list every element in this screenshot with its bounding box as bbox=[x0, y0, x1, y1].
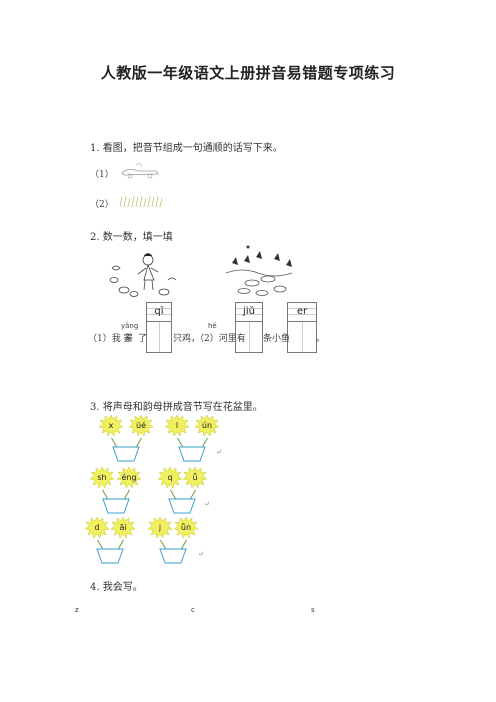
sentence-part-4: （2）河里有 bbox=[195, 334, 246, 344]
answer-box-er[interactable]: er bbox=[287, 302, 317, 353]
flower-text: d bbox=[94, 523, 100, 532]
flower-pot-answer-2[interactable] bbox=[178, 446, 206, 462]
return-mark: ↵ bbox=[204, 500, 210, 508]
fish-illustration bbox=[222, 243, 298, 299]
write-letter-z: z bbox=[75, 606, 79, 614]
flower-text: l bbox=[175, 421, 179, 430]
question-4-label: 4. 我会写。 bbox=[90, 582, 143, 593]
girl-chickens-illustration bbox=[104, 250, 180, 300]
flower-text: éng bbox=[121, 473, 137, 482]
flower-text: x bbox=[108, 421, 114, 430]
sentence-end: 。 bbox=[316, 334, 326, 344]
pinyin-box-jiu: jiǔ bbox=[235, 302, 263, 322]
flower-pot-answer-1[interactable] bbox=[112, 446, 140, 462]
flower-final-vn: ǖn bbox=[174, 516, 198, 540]
question-2-label: 2. 数一数，填一填 bbox=[90, 232, 173, 243]
question-1-item-1: （1） bbox=[90, 170, 114, 180]
flower-text: sh bbox=[97, 473, 107, 482]
flower-text: ǖn bbox=[180, 523, 192, 532]
flower-initial-q: q bbox=[158, 466, 182, 490]
flower-pot-answer-6[interactable] bbox=[159, 548, 187, 564]
pinyin-box-er: er bbox=[287, 302, 317, 322]
answer-box-qi[interactable]: qī bbox=[146, 302, 172, 353]
return-mark: ↵ bbox=[198, 550, 204, 558]
flower-final-ai: āi bbox=[111, 516, 135, 540]
sentence-yang: 养 bbox=[124, 334, 134, 344]
flower-pot-answer-5[interactable] bbox=[96, 548, 124, 564]
flower-initial-j: j bbox=[148, 516, 172, 540]
flower-initial-l: l bbox=[165, 414, 189, 438]
answer-box-jiu[interactable]: jiǔ bbox=[235, 302, 263, 353]
pinyin-yang: yǎng bbox=[121, 322, 139, 330]
picture-flowers-illustration bbox=[118, 193, 166, 209]
character-box-er[interactable] bbox=[287, 322, 317, 353]
pinyin-box-qi: qī bbox=[146, 302, 172, 322]
flower-initial-x: x bbox=[99, 414, 123, 438]
flower-pot-answer-3[interactable] bbox=[102, 498, 130, 514]
flower-final-v: ǚ bbox=[183, 466, 207, 490]
sentence-part-5: 条小鱼 bbox=[263, 334, 291, 344]
question-1-item-2: （2） bbox=[90, 200, 114, 210]
flower-final-eng: éng bbox=[117, 466, 141, 490]
sentence-part-2: 了 bbox=[138, 334, 148, 344]
flower-text: j bbox=[158, 523, 162, 532]
question-3-label: 3. 将声母和韵母拼成音节写在花盆里。 bbox=[90, 402, 263, 413]
flower-text: āi bbox=[119, 523, 127, 532]
sentence-part-1: （1）我 家 bbox=[88, 334, 133, 344]
picture-cart-illustration bbox=[118, 161, 162, 179]
flower-initial-sh: sh bbox=[90, 466, 114, 490]
question-1-label: 1. 看图，把音节组成一句通顺的话写下来。 bbox=[90, 143, 283, 154]
flower-pot-answer-4[interactable] bbox=[168, 498, 196, 514]
return-mark: ↵ bbox=[216, 448, 222, 456]
character-box-jiu[interactable] bbox=[235, 322, 263, 353]
write-letter-s: s bbox=[311, 606, 315, 614]
character-box-qi[interactable] bbox=[146, 322, 172, 353]
flower-text: üé bbox=[136, 421, 146, 430]
write-letter-c: c bbox=[191, 606, 195, 614]
flower-initial-d: d bbox=[85, 516, 109, 540]
flower-text: ǚ bbox=[192, 473, 198, 482]
pinyin-he: hé bbox=[208, 322, 217, 330]
sentence-part-3: 只鸡， bbox=[173, 334, 201, 344]
flower-text: ún bbox=[201, 421, 213, 430]
flower-text: q bbox=[167, 473, 173, 482]
page-title: 人教版一年级语文上册拼音易错题专项练习 bbox=[100, 64, 396, 82]
flower-final-un: ún bbox=[195, 414, 219, 438]
flower-final-ue: üé bbox=[129, 414, 153, 438]
